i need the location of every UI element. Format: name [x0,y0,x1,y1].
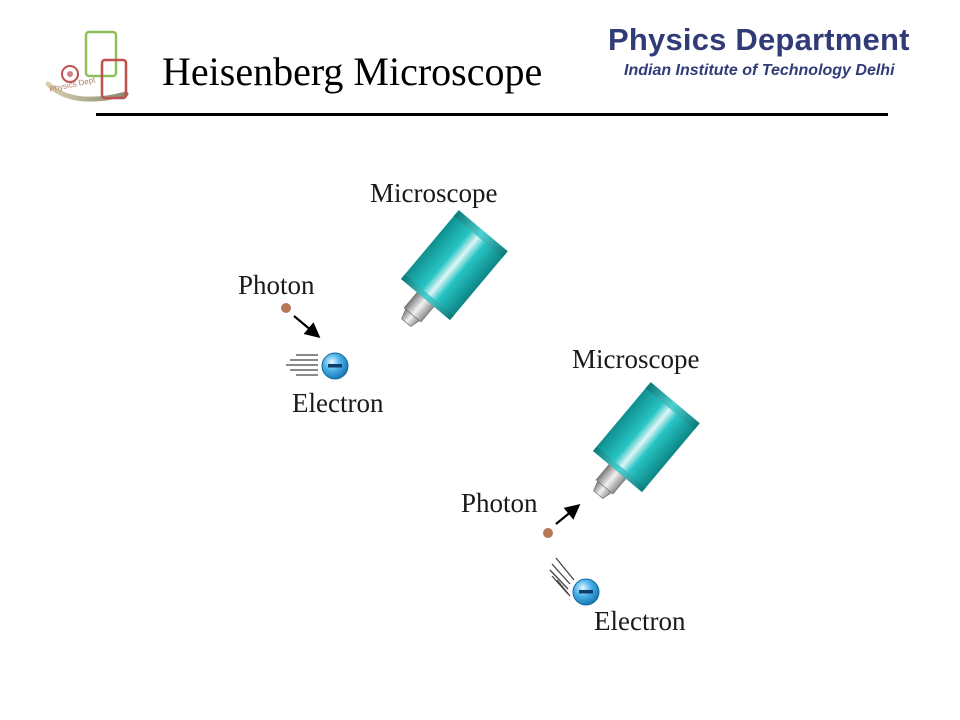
top-photon-arrow [293,315,321,338]
top-photon-label: Photon [238,270,315,300]
top-scenario: Microscope Photon Electron [238,178,509,418]
department-logo: Physics Dept [45,30,129,102]
top-electron-label: Electron [292,388,384,418]
bottom-scenario: Microscope Photon Electron [461,344,701,636]
top-electron-motion-lines [286,354,318,376]
bottom-photon-dot [543,528,553,538]
institute-name: Indian Institute of Technology Delhi [624,62,895,79]
bottom-microscope-icon [573,381,701,516]
title-divider [96,113,888,116]
department-name: Physics Department [608,22,910,57]
bottom-photon-arrow [555,504,581,525]
top-photon-dot [281,303,291,313]
bottom-electron-minus-icon [579,590,593,594]
bottom-electron-motion-lines [549,557,575,597]
slide-title: Heisenberg Microscope [162,49,543,94]
top-microscope-icon [381,209,509,344]
bottom-electron-label: Electron [594,606,686,636]
top-electron-minus-icon [328,364,342,368]
bottom-photon-label: Photon [461,488,538,518]
bottom-microscope-label: Microscope [572,344,699,374]
top-microscope-label: Microscope [370,178,497,208]
